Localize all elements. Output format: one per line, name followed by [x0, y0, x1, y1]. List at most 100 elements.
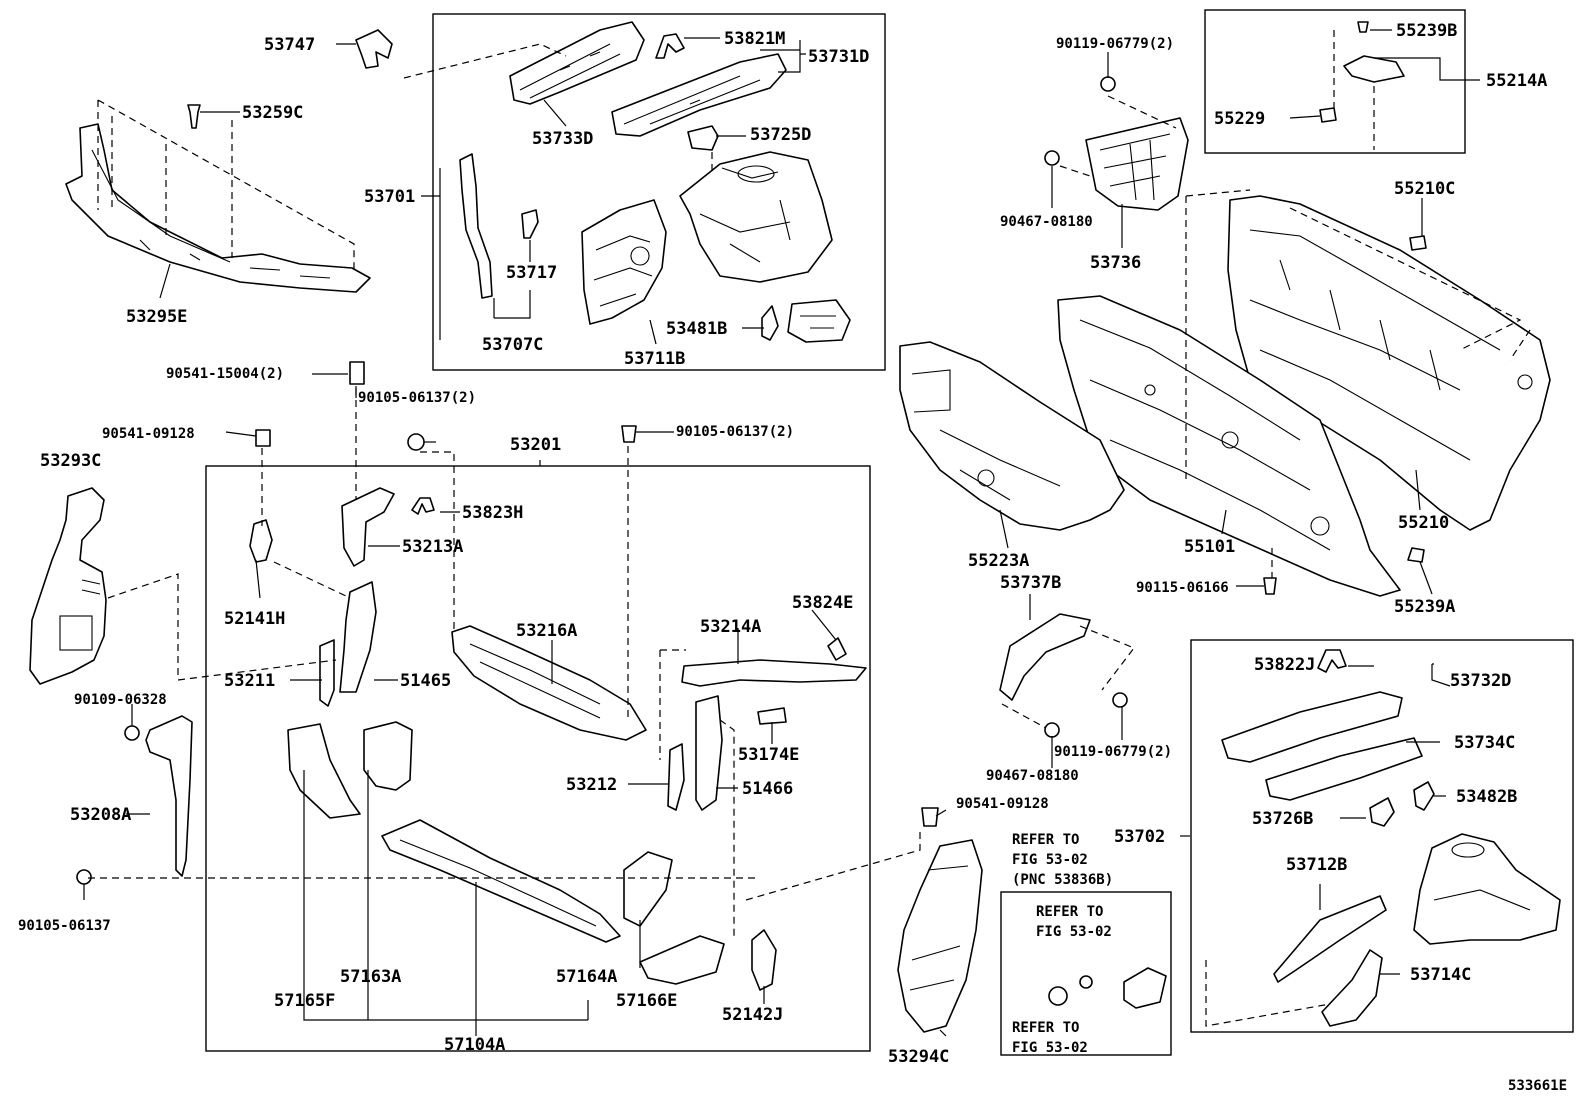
- part-55223A: [899, 341, 1125, 531]
- part-53481B: [761, 299, 851, 343]
- label-53293C: 53293C: [40, 451, 101, 471]
- part-53714C: [1321, 949, 1383, 1027]
- part-53822J: [1317, 649, 1347, 673]
- leader-lines: [83, 29, 1480, 1037]
- part-53214A: [681, 659, 867, 687]
- refer-note-2-line-2: FIG 53-02: [1036, 924, 1112, 940]
- group-box-refer: [1000, 891, 1172, 1056]
- refer-note-1-line-1: REFER TO: [1012, 832, 1079, 848]
- part-90105-06137-a: [407, 433, 425, 451]
- label-90541-15004: 90541-15004(2): [166, 366, 284, 382]
- part-90115-06166: [1263, 577, 1277, 595]
- part-90467-08180-mid: [1044, 722, 1060, 738]
- label-53736: 53736: [1090, 253, 1141, 273]
- label-55229: 55229: [1214, 109, 1265, 129]
- part-57163A: [363, 721, 413, 791]
- part-53294C: [897, 839, 983, 1033]
- part-53216A: [451, 625, 647, 741]
- part-53726B: [1369, 797, 1395, 827]
- label-53707C: 53707C: [482, 335, 543, 355]
- label-90541-09128-mid: 90541-09128: [956, 796, 1049, 812]
- label-90105-06137-a: 90105-06137(2): [358, 390, 476, 406]
- part-53212: [667, 743, 685, 811]
- part-53733D: [509, 21, 645, 105]
- part-51465: [339, 581, 377, 693]
- refer-note-1-line-3: (PNC 53836B): [1012, 872, 1113, 888]
- dashed-assembly-lines: [88, 30, 1531, 1027]
- part-53211: [319, 639, 335, 707]
- label-53174E: 53174E: [738, 745, 799, 765]
- part-labels: 53747 53259C 53295E 53821M 53731D 53733D…: [18, 21, 1547, 1067]
- label-53726B: 53726B: [1252, 809, 1313, 829]
- part-52141H: [249, 519, 273, 563]
- label-90105-06137-left: 90105-06137: [18, 918, 111, 934]
- label-55239A: 55239A: [1394, 597, 1455, 617]
- part-53823H: [411, 497, 435, 515]
- label-53214A: 53214A: [700, 617, 761, 637]
- label-51465: 51465: [400, 671, 451, 691]
- group-box-55214A: [1204, 9, 1466, 154]
- label-53712B: 53712B: [1286, 855, 1347, 875]
- part-90105-06137-left: [76, 869, 92, 885]
- part-90119-06779-mid: [1112, 692, 1128, 708]
- label-55210: 55210: [1398, 513, 1449, 533]
- part-52142J: [751, 929, 777, 991]
- label-90467-08180-top: 90467-08180: [1000, 214, 1093, 230]
- part-55210C: [1409, 235, 1427, 251]
- label-52141H: 52141H: [224, 609, 285, 629]
- label-53211: 53211: [224, 671, 275, 691]
- label-52142J: 52142J: [722, 1005, 783, 1025]
- part-53707C: [459, 153, 493, 299]
- part-57166E: [639, 935, 725, 985]
- label-53259C: 53259C: [242, 103, 303, 123]
- label-90119-06779-top: 90119-06779(2): [1056, 36, 1174, 52]
- label-53733D: 53733D: [532, 129, 593, 149]
- group-box-53701: [432, 13, 886, 371]
- label-55210C: 55210C: [1394, 179, 1455, 199]
- label-53701: 53701: [364, 187, 415, 207]
- label-53208A: 53208A: [70, 805, 131, 825]
- part-90541-09128-left: [255, 429, 271, 447]
- part-53725D: [687, 125, 719, 151]
- refer-note-3-line-2: FIG 53-02: [1012, 1040, 1088, 1056]
- refer-note-2-line-1: REFER TO: [1036, 904, 1103, 920]
- part-57104A: [381, 819, 621, 943]
- label-90119-06779-mid: 90119-06779(2): [1054, 744, 1172, 760]
- label-53714C: 53714C: [1410, 965, 1471, 985]
- label-55101: 55101: [1184, 537, 1235, 557]
- label-55214A: 55214A: [1486, 71, 1547, 91]
- part-53295E: [65, 123, 371, 293]
- label-51466: 51466: [742, 779, 793, 799]
- label-90467-08180-mid: 90467-08180: [986, 768, 1079, 784]
- part-53259C: [187, 104, 201, 129]
- part-53731D: [611, 53, 787, 137]
- part-53213A: [341, 487, 395, 567]
- label-53734C: 53734C: [1454, 733, 1515, 753]
- label-55239B: 55239B: [1396, 21, 1457, 41]
- part-90541-15004: [349, 361, 365, 385]
- part-55239A: [1407, 547, 1425, 563]
- label-53821M: 53821M: [724, 29, 785, 49]
- part-55214A-bracket: [1343, 55, 1405, 83]
- label-53711B: 53711B: [624, 349, 685, 369]
- part-90109-06328: [124, 725, 140, 741]
- part-53732D: [1221, 691, 1403, 763]
- part-53747: [355, 29, 393, 69]
- part-57165F: [287, 723, 361, 819]
- part-53174E: [757, 707, 787, 725]
- part-53293C: [29, 487, 107, 685]
- part-refer-bolt: [1048, 986, 1068, 1006]
- label-90105-06137-b: 90105-06137(2): [676, 424, 794, 440]
- part-55239B: [1357, 21, 1369, 33]
- label-53824E: 53824E: [792, 593, 853, 613]
- part-53736: [1085, 117, 1189, 211]
- refer-note-1-line-2: FIG 53-02: [1012, 852, 1088, 868]
- label-53732D: 53732D: [1450, 671, 1511, 691]
- label-90109-06328: 90109-06328: [74, 692, 167, 708]
- label-53737B: 53737B: [1000, 573, 1061, 593]
- part-53702-apron: [1413, 833, 1561, 945]
- label-53717: 53717: [506, 263, 557, 283]
- part-53821M: [655, 33, 685, 59]
- part-refer-bracket: [1123, 967, 1167, 1009]
